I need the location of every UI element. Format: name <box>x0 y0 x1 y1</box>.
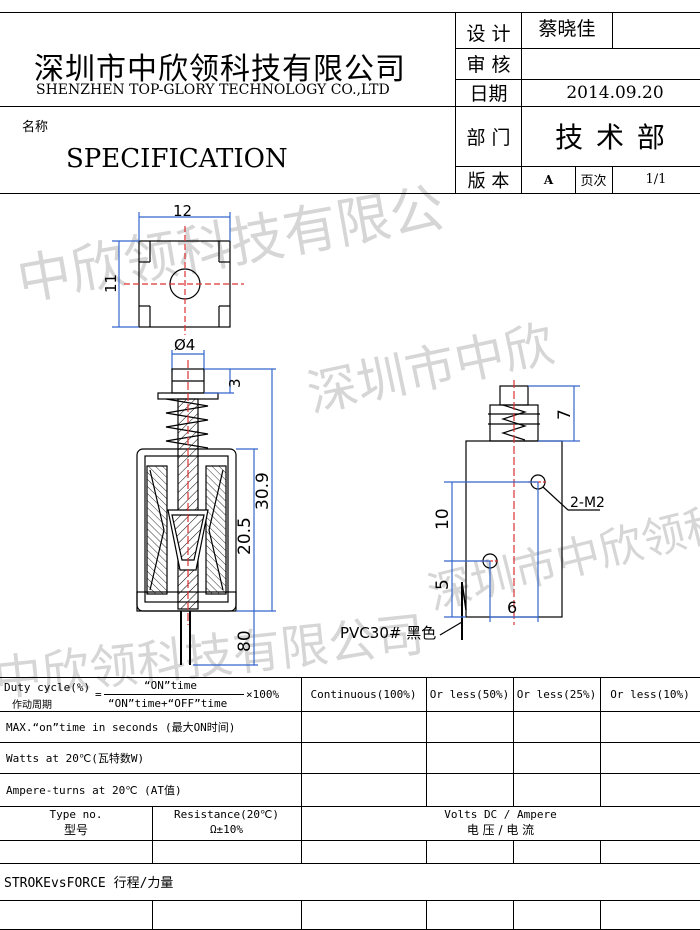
resistance-tolerance: Ω±10% <box>209 823 244 836</box>
duty-cycle-label-cn: 作动周期 <box>12 700 52 711</box>
design-label: 设 计 <box>466 22 511 45</box>
stroke-force-label: STROKEvsFORCE 行程/力量 <box>4 876 174 891</box>
row-watts: Watts at 20℃(瓦特数W) <box>6 751 145 765</box>
dim-body-length: 20.5 <box>235 517 255 555</box>
wire-label: PVC30# 黑色 <box>340 624 436 642</box>
volts-label-cn: 电 压 / 电 流 <box>466 823 535 837</box>
dim-lead-length: 80 <box>235 630 255 652</box>
version-value: A <box>543 172 554 187</box>
resistance-label: Resistance(20℃) <box>173 808 280 821</box>
date-value: 2014.09.20 <box>566 82 664 103</box>
dept-label: 部 门 <box>466 126 511 149</box>
page-label: 页次 <box>580 174 607 189</box>
formula-eq: = <box>95 688 102 701</box>
type-no-label: Type no. <box>49 808 103 821</box>
review-label: 审 核 <box>466 54 511 76</box>
side-view <box>439 380 600 640</box>
dim-side-hole-spacing: 10 <box>433 508 453 530</box>
date-label: 日期 <box>469 83 508 105</box>
name-label: 名称 <box>22 120 49 135</box>
version-label: 版 本 <box>467 170 510 192</box>
dim-total-length: 30.9 <box>253 472 273 510</box>
type-no-label-cn: 型号 <box>63 823 88 837</box>
col-50: Or less(50%) <box>429 687 510 701</box>
review-value <box>522 48 700 79</box>
dim-width: 12 <box>173 202 192 220</box>
company-name-en: SHENZHEN TOP-GLORY TECHNOLOGY CO.,LTD <box>36 82 390 98</box>
dept-value: 技 术 部 <box>555 121 667 154</box>
technical-drawing: 12 11 Ø4 3 30.9 20.5 80 7 10 5 6 2-M2 PV… <box>102 202 605 666</box>
dim-plunger-top: 3 <box>226 378 244 388</box>
doc-title: SPECIFICATION <box>66 144 288 174</box>
col-10: Or less(10%) <box>610 687 690 701</box>
formula-denominator: “ON”time+“OFF”time <box>108 697 228 710</box>
dim-diameter: Ø4 <box>174 336 195 354</box>
dim-side-hole-x: 6 <box>507 598 517 617</box>
dim-side-top: 7 <box>555 409 575 420</box>
col-continuous: Continuous(100%) <box>310 687 417 701</box>
row-on-time: MAX.“on”time in seconds (最大ON时间) <box>6 720 236 734</box>
page-value: 1/1 <box>645 172 667 187</box>
duty-cycle-label: Duty cycle(%) <box>4 681 91 694</box>
dim-height: 11 <box>102 274 120 293</box>
company-name-cn: 深圳市中欣领科技有限公司 <box>34 52 406 87</box>
formula-multiplier: ×100% <box>246 688 280 701</box>
design-value: 蔡晓佳 <box>538 17 596 40</box>
col-25: Or less(25%) <box>516 687 597 701</box>
thread-label: 2-M2 <box>570 495 605 511</box>
row-ampere-turns: Ampere-turns at 20℃ (AT值) <box>6 783 182 797</box>
front-view <box>136 350 276 666</box>
dim-side-hole-bottom: 5 <box>433 579 453 590</box>
formula-numerator: “ON”time <box>144 679 197 692</box>
volts-label: Volts DC / Ampere <box>444 808 557 821</box>
top-view <box>112 212 244 335</box>
